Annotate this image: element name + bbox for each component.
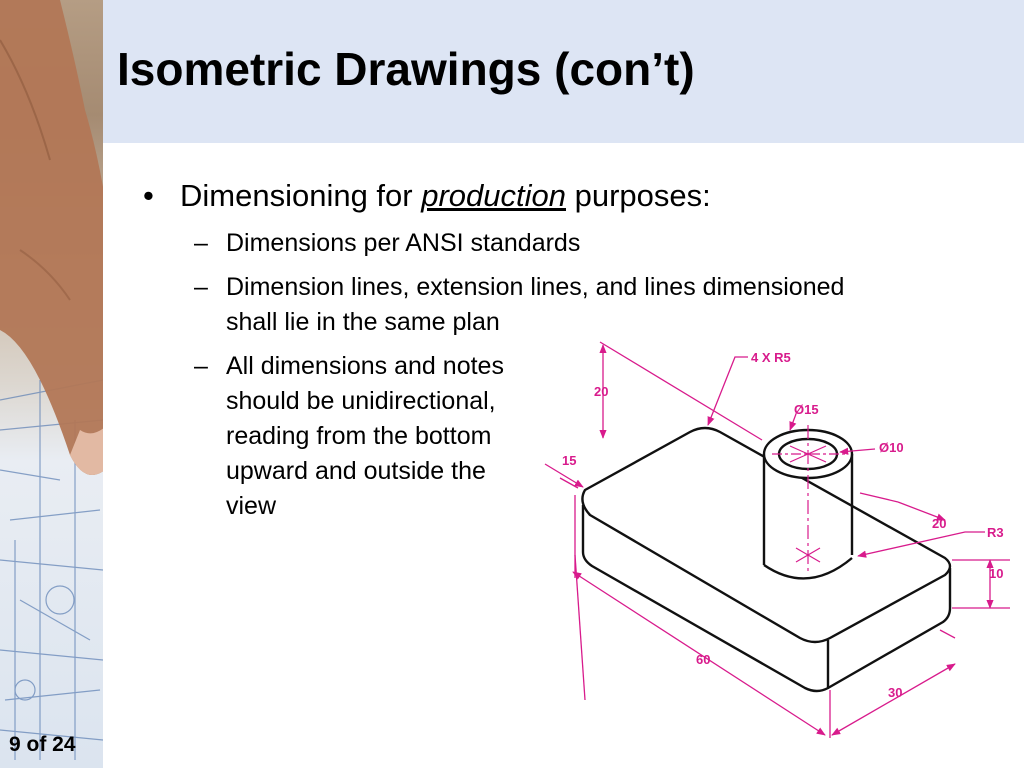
bullet-marker: • (143, 178, 154, 213)
slide-number: 9 of 24 (9, 733, 76, 756)
dim-r3: R3 (987, 525, 1004, 540)
title-band (103, 0, 1024, 143)
isometric-drawing: 4 X R5 Ø15 Ø10 20 15 20 R3 10 60 30 (544, 341, 1010, 738)
sub-bullet-3-line-5: view (226, 492, 277, 520)
dim-20-vertical: 20 (594, 384, 608, 399)
part-outline (581, 426, 952, 693)
dim-10: 10 (989, 566, 1003, 581)
sub-bullet-3-line-1: All dimensions and notes (226, 352, 504, 380)
slide-title: Isometric Drawings (con’t) (117, 43, 695, 95)
sub-bullet-marker: – (194, 229, 208, 257)
dim-dia-15: Ø15 (794, 402, 819, 417)
bullet-main-prefix: Dimensioning for (180, 178, 422, 213)
bullet-main-emphasis: production (421, 178, 566, 213)
dim-60: 60 (696, 652, 710, 667)
sub-bullet-2-line-2: shall lie in the same plan (226, 308, 500, 336)
center-lines (772, 425, 846, 575)
sub-bullet-marker: – (194, 273, 208, 301)
sub-bullet-marker: – (194, 352, 208, 380)
dimension-labels: 4 X R5 Ø15 Ø10 20 15 20 R3 10 60 30 (562, 350, 1004, 700)
dim-20-right: 20 (932, 516, 946, 531)
dim-dia-10: Ø10 (879, 440, 904, 455)
sub-bullet-1-text: Dimensions per ANSI standards (226, 229, 581, 257)
dim-30: 30 (888, 685, 902, 700)
bullet-main-text: Dimensioning for production purposes: (180, 178, 711, 214)
sub-bullet-3-line-2: should be unidirectional, (226, 387, 496, 415)
bullet-main-suffix: purposes: (566, 178, 711, 213)
sub-bullet-3-line-3: reading from the bottom (226, 422, 492, 450)
sub-bullet-2-line-1: Dimension lines, extension lines, and li… (226, 273, 845, 301)
dimension-lines (544, 341, 1010, 738)
dim-15: 15 (562, 453, 576, 468)
hand-blueprint-image (0, 0, 103, 760)
dim-4xr5: 4 X R5 (751, 350, 791, 365)
sub-bullet-3-line-4: upward and outside the (226, 457, 486, 485)
side-photo-hand-blueprint (0, 0, 103, 768)
